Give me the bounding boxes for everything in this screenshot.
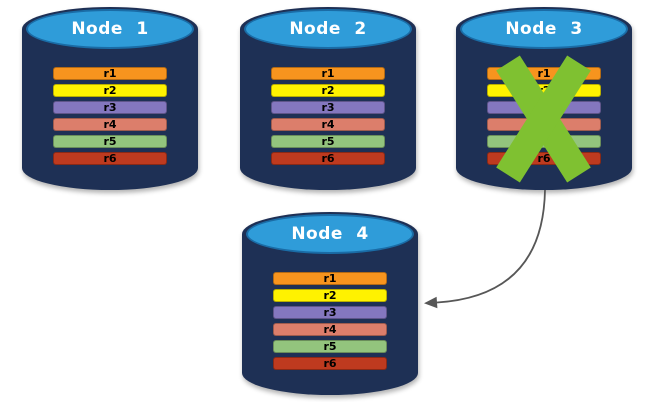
row-label: r5 [323, 340, 337, 353]
row-r2: r2 [487, 84, 601, 97]
row-label: r6 [103, 152, 117, 165]
row-r3: r3 [273, 306, 387, 319]
row-r4: r4 [53, 118, 167, 131]
row-r3: r3 [53, 101, 167, 114]
row-label: r4 [321, 118, 335, 131]
node-title: Node 4 [291, 224, 369, 244]
row-r6: r6 [271, 152, 385, 165]
row-label: r2 [321, 84, 335, 97]
cylinder-top: Node 2 [244, 9, 412, 49]
row-r1: r1 [487, 67, 601, 80]
row-r2: r2 [271, 84, 385, 97]
row-r3: r3 [271, 101, 385, 114]
row-label: r3 [323, 306, 337, 319]
row-r5: r5 [487, 135, 601, 148]
row-label: r5 [321, 135, 335, 148]
row-label: r2 [103, 84, 117, 97]
row-label: r6 [537, 152, 551, 165]
row-r5: r5 [271, 135, 385, 148]
row-label: r4 [103, 118, 117, 131]
row-r2: r2 [53, 84, 167, 97]
row-r6: r6 [273, 357, 387, 370]
row-r4: r4 [487, 118, 601, 131]
row-label: r5 [103, 135, 117, 148]
row-label: r3 [321, 101, 335, 114]
row-label: r1 [537, 67, 551, 80]
row-stack: r1 r2 r3 r4 r5 r6 [271, 67, 385, 169]
row-label: r5 [537, 135, 551, 148]
row-r1: r1 [53, 67, 167, 80]
node-title: Node 3 [505, 19, 583, 39]
row-stack: r1 r2 r3 r4 r5 r6 [53, 67, 167, 169]
row-stack: r1 r2 r3 r4 r5 r6 [273, 272, 387, 374]
node-3: Node 3 r1 r2 r3 r4 r5 r6 [456, 7, 632, 190]
node-title: Node 1 [71, 19, 149, 39]
node-title: Node 2 [289, 19, 367, 39]
node-2: Node 2 r1 r2 r3 r4 r5 r6 [240, 7, 416, 190]
row-label: r2 [537, 84, 551, 97]
row-r2: r2 [273, 289, 387, 302]
row-label: r3 [103, 101, 117, 114]
row-r5: r5 [273, 340, 387, 353]
cylinder-top: Node 3 [460, 9, 628, 49]
node-4: Node 4 r1 r2 r3 r4 r5 r6 [242, 212, 418, 395]
row-label: r3 [537, 101, 551, 114]
node-1: Node 1 r1 r2 r3 r4 r5 r6 [22, 7, 198, 190]
row-r1: r1 [271, 67, 385, 80]
row-r1: r1 [273, 272, 387, 285]
row-label: r1 [323, 272, 337, 285]
row-r6: r6 [53, 152, 167, 165]
row-label: r1 [103, 67, 117, 80]
row-r3: r3 [487, 101, 601, 114]
row-label: r6 [323, 357, 337, 370]
row-r4: r4 [271, 118, 385, 131]
row-label: r2 [323, 289, 337, 302]
row-r6: r6 [487, 152, 601, 165]
cylinder-top: Node 1 [26, 9, 194, 49]
row-stack: r1 r2 r3 r4 r5 r6 [487, 67, 601, 169]
row-label: r6 [321, 152, 335, 165]
row-label: r4 [537, 118, 551, 131]
row-r5: r5 [53, 135, 167, 148]
row-label: r1 [321, 67, 335, 80]
row-r4: r4 [273, 323, 387, 336]
row-label: r4 [323, 323, 337, 336]
cylinder-top: Node 4 [246, 214, 414, 254]
